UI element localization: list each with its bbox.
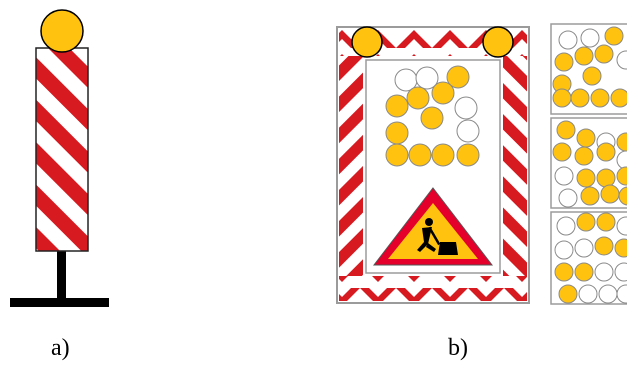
led-on [552, 88, 572, 108]
led-off [558, 30, 578, 50]
arrow-variant-1 [550, 23, 627, 115]
led-off [598, 284, 618, 304]
led-off [415, 66, 439, 90]
led-on [582, 66, 602, 86]
led-on [576, 168, 596, 188]
post-pole [57, 250, 66, 302]
led-on [574, 146, 594, 166]
led-on [446, 65, 470, 89]
barrier-board [336, 26, 530, 304]
led-off [580, 28, 600, 48]
led-on [574, 46, 594, 66]
led-off [578, 284, 598, 304]
led-on [594, 44, 614, 64]
led-off [554, 166, 574, 186]
arrow-variant-2 [550, 117, 627, 209]
led-off [558, 188, 578, 208]
led-on [576, 212, 596, 232]
led-off [456, 119, 480, 143]
caption-a: a) [51, 335, 70, 361]
led-on [552, 142, 572, 162]
led-on [590, 88, 610, 108]
led-on [385, 143, 409, 167]
led-on [406, 86, 430, 110]
led-on [574, 262, 594, 282]
led-on [554, 52, 574, 72]
board-lamp-left [351, 26, 383, 58]
led-on [420, 106, 444, 130]
led-off [616, 284, 627, 304]
led-on [556, 120, 576, 140]
led-on [431, 81, 455, 105]
led-on [554, 262, 574, 282]
board-lamp-right [482, 26, 514, 58]
led-on [596, 142, 616, 162]
led-on [431, 143, 455, 167]
led-on [408, 143, 432, 167]
led-on [610, 88, 627, 108]
led-on [596, 212, 616, 232]
led-on [456, 143, 480, 167]
led-on [618, 186, 627, 206]
warning-post [10, 9, 109, 307]
led-on [614, 238, 627, 258]
led-on [596, 168, 616, 188]
led-arrow-matrix [385, 65, 480, 167]
led-off [556, 216, 576, 236]
led-on [594, 236, 614, 256]
post-warning-lamp [40, 9, 84, 53]
led-off [454, 96, 478, 120]
led-off [554, 240, 574, 260]
led-on [570, 88, 590, 108]
led-on [576, 128, 596, 148]
led-off [574, 238, 594, 258]
led-off [614, 262, 627, 282]
caption-b: b) [448, 335, 468, 361]
led-on [600, 184, 620, 204]
led-off [616, 50, 627, 70]
led-off [594, 262, 614, 282]
post-striped-board [35, 47, 89, 252]
led-on [558, 284, 578, 304]
led-on [616, 166, 627, 186]
led-on [385, 94, 409, 118]
post-base [10, 298, 109, 307]
board-left-band [339, 56, 363, 276]
led-on [385, 121, 409, 145]
board-bottom-band [339, 276, 527, 301]
roadworks-sign-icon [372, 180, 494, 266]
arrow-variant-3 [550, 211, 627, 305]
led-on [580, 186, 600, 206]
board-right-band [503, 56, 527, 276]
led-on [604, 26, 624, 46]
led-off [616, 216, 627, 236]
